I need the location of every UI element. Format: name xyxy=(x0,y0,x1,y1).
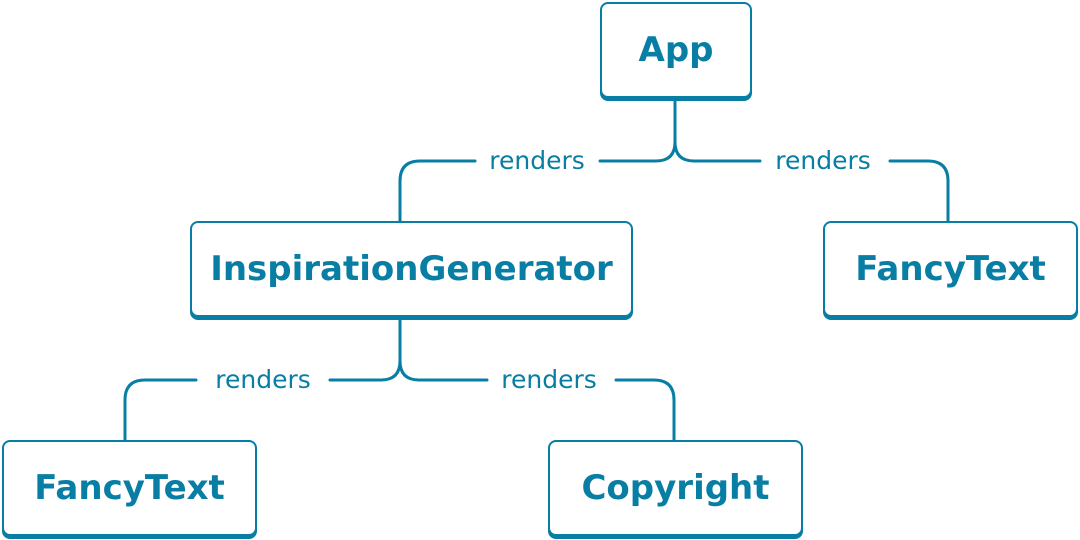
edge-label-inspiration-to-copyright: renders xyxy=(493,364,605,396)
node-copyright-label: Copyright xyxy=(581,468,770,508)
connector-inspiration-to-fancytext xyxy=(123,378,198,442)
edge-label-app-to-fancytext: renders xyxy=(767,145,879,177)
connector-app-right xyxy=(673,140,762,163)
node-fancy-text-top: FancyText xyxy=(823,221,1078,317)
connector-app-to-fancytext xyxy=(888,159,950,223)
connector-inspiration-to-copyright xyxy=(614,378,676,442)
node-app-label: App xyxy=(638,30,714,70)
node-fancy-text-top-label: FancyText xyxy=(855,249,1046,289)
node-copyright: Copyright xyxy=(548,440,803,536)
connector-app-trunk xyxy=(598,98,677,163)
node-inspiration-generator: InspirationGenerator xyxy=(190,221,633,317)
edge-label-inspiration-to-fancytext: renders xyxy=(207,364,319,396)
node-fancy-text-bottom: FancyText xyxy=(2,440,257,536)
connector-inspiration-right xyxy=(398,359,489,382)
node-inspiration-generator-label: InspirationGenerator xyxy=(210,249,613,289)
connector-inspiration-trunk xyxy=(328,317,402,382)
edge-label-app-to-inspiration: renders xyxy=(481,145,593,177)
connector-app-to-inspiration xyxy=(398,159,477,223)
node-app: App xyxy=(600,2,752,98)
node-fancy-text-bottom-label: FancyText xyxy=(34,468,225,508)
